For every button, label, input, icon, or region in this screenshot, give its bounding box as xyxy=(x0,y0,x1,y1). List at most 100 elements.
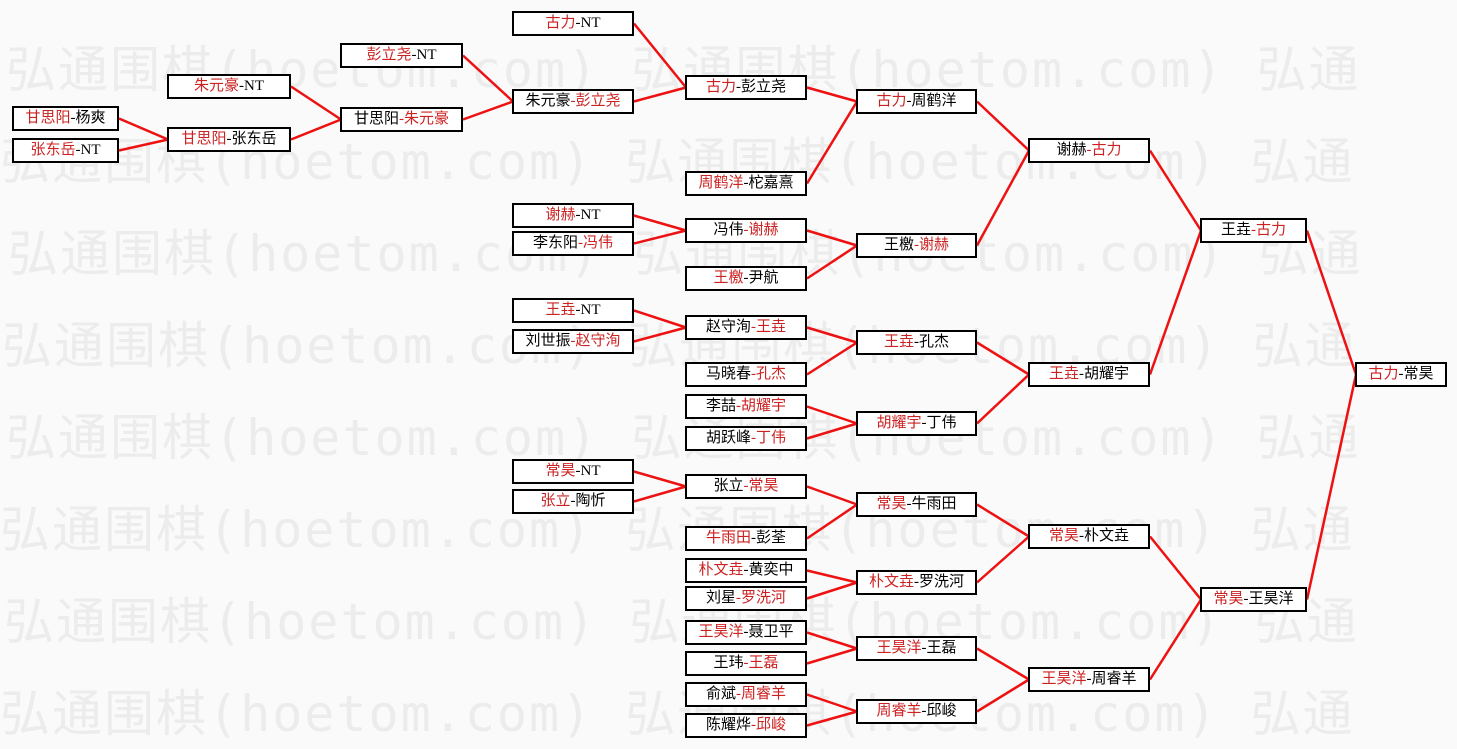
watermark-text: 弘通围棋(hoetom.com) 弘通围棋(hoetom.com) 弘通 xyxy=(8,225,1363,283)
match-box-m09: 谢赫-NT xyxy=(512,203,634,228)
player2-name: NT xyxy=(580,15,601,31)
player2-name: 聂卫平 xyxy=(748,624,794,640)
bracket-connector-line xyxy=(806,503,858,540)
bracket-connector-line xyxy=(633,214,687,232)
match-box-m19: 赵守洵-王垚 xyxy=(685,315,807,340)
match-box-m17: 冯伟-谢赫 xyxy=(685,218,807,243)
match-separator: - xyxy=(75,142,81,158)
match-box-m05: 彭立尧-NT xyxy=(340,43,463,68)
match-box-m31: 古力-周鹤洋 xyxy=(856,89,977,114)
match-box-m12: 刘世振-赵守洵 xyxy=(512,329,634,354)
player2-name: 彭立尧 xyxy=(575,93,621,109)
match-box-m03: 朱元豪-NT xyxy=(167,74,291,99)
bracket-connector-line xyxy=(806,405,858,425)
match-box-m10: 李东阳-冯伟 xyxy=(512,231,634,256)
bracket-connector-line xyxy=(976,373,1030,425)
match-separator: - xyxy=(736,79,741,95)
match-separator: - xyxy=(1086,142,1092,158)
bracket-connector-line xyxy=(1148,149,1203,232)
player1-name: 彭立尧 xyxy=(366,47,412,63)
player1-name: 朱元豪 xyxy=(525,93,571,109)
player2-name: 朱元豪 xyxy=(404,111,450,127)
player2-name: 古力 xyxy=(1091,142,1122,158)
bracket-connector-line xyxy=(1305,230,1358,375)
match-separator: - xyxy=(239,78,244,94)
player1-name: 牛雨田 xyxy=(705,530,751,546)
match-separator: - xyxy=(575,463,581,479)
player1-name: 俞斌 xyxy=(705,686,736,702)
bracket-connector-line xyxy=(976,100,1030,152)
player1-name: 胡跃峰 xyxy=(705,430,751,446)
player1-name: 古力 xyxy=(1368,366,1399,382)
bracket-connector-line xyxy=(118,138,169,152)
player2-name: 常昊 xyxy=(1403,366,1434,382)
bracket-connector-line xyxy=(290,85,342,121)
match-box-m44: 常昊-王昊洋 xyxy=(1200,587,1307,612)
bracket-connector-line xyxy=(976,503,1030,538)
bracket-connector-line xyxy=(806,244,858,280)
player1-name: 甘思阳 xyxy=(353,111,399,127)
match-box-m25: 朴文垚-黄奕中 xyxy=(685,558,807,583)
match-separator: - xyxy=(743,270,749,286)
bracket-connector-line xyxy=(1148,230,1203,375)
player2-name: 罗洗河 xyxy=(741,590,787,606)
player2-name: NT xyxy=(580,463,601,479)
player2-name: 彭荃 xyxy=(756,530,787,546)
player1-name: 王垚 xyxy=(883,334,914,350)
bracket-connector-line xyxy=(975,149,1031,247)
player2-name: 邱峻 xyxy=(926,703,957,719)
bracket-connector-line xyxy=(118,117,169,141)
bracket-connector-line xyxy=(462,100,514,121)
match-box-m42: 王昊洋-周睿羊 xyxy=(1028,667,1150,692)
player2-name: 谢赫 xyxy=(748,222,779,238)
player2-name: 常昊 xyxy=(748,478,779,494)
player1-name: 古力 xyxy=(545,15,576,31)
match-separator: - xyxy=(906,496,912,512)
player1-name: 王垚 xyxy=(545,302,576,318)
match-box-m33: 王垚-孔杰 xyxy=(856,330,977,355)
match-separator: - xyxy=(575,302,581,318)
match-box-m27: 王昊洋-聂卫平 xyxy=(685,620,807,645)
match-separator: - xyxy=(1251,222,1256,238)
match-box-m18: 王檄-尹航 xyxy=(685,266,807,291)
match-box-m34: 胡耀宇-丁伟 xyxy=(856,411,977,436)
match-separator: - xyxy=(570,493,576,509)
bracket-connector-line xyxy=(806,710,858,727)
match-separator: - xyxy=(921,640,927,656)
player2-name: NT xyxy=(580,302,601,318)
bracket-connector-line xyxy=(290,118,342,141)
bracket-connector-line xyxy=(806,485,858,506)
match-separator: - xyxy=(736,590,741,606)
bracket-connector-line xyxy=(976,535,1030,584)
match-box-m23: 张立-常昊 xyxy=(685,474,807,499)
bracket-connector-line xyxy=(1148,598,1203,681)
bracket-connector-line xyxy=(806,341,858,376)
match-separator: - xyxy=(1079,366,1084,382)
player1-name: 朱元豪 xyxy=(193,78,239,94)
player1-name: 古力 xyxy=(876,93,907,109)
bracket-connector-line xyxy=(805,100,859,185)
player1-name: 李东阳 xyxy=(532,235,578,251)
bracket-connector-line xyxy=(806,422,858,440)
player1-name: 王檄 xyxy=(713,270,744,286)
player1-name: 王玮 xyxy=(713,655,744,671)
player1-name: 陈耀烨 xyxy=(705,717,751,733)
match-box-m24: 牛雨田-彭荃 xyxy=(685,526,807,551)
player1-name: 张东岳 xyxy=(30,142,76,158)
bracket-connector-line xyxy=(633,485,687,503)
match-box-m13: 常昊-NT xyxy=(512,459,634,484)
match-box-m22: 胡跃峰-丁伟 xyxy=(685,426,807,451)
bracket-connector-line xyxy=(633,470,687,488)
match-separator: - xyxy=(743,478,749,494)
match-separator: - xyxy=(914,334,919,350)
bracket-connector-line xyxy=(806,693,858,713)
match-separator: - xyxy=(743,175,749,191)
player1-name: 常昊 xyxy=(545,463,576,479)
match-separator: - xyxy=(1243,591,1249,607)
match-box-m35: 常昊-牛雨田 xyxy=(856,492,977,517)
match-separator: - xyxy=(914,574,919,590)
bracket-connector-line xyxy=(633,22,687,89)
watermark-text: 弘通围棋(hoetom.com) 弘通围棋(hoetom.com) 弘通 xyxy=(4,593,1359,651)
